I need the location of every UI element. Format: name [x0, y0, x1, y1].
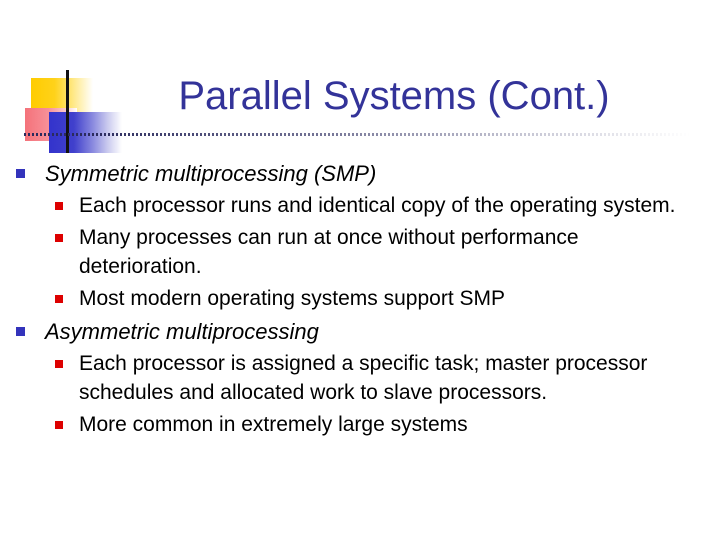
bullet-square-icon [16, 169, 25, 178]
bullet-level2-label: Each processor runs and identical copy o… [79, 194, 676, 217]
bullet-level2: Many processes can run at once without p… [0, 223, 728, 281]
slide-body: Symmetric multiprocessing (SMP) Each pro… [0, 158, 728, 442]
sub-bullet-square-icon [55, 202, 63, 210]
bullet-level2: Each processor is assigned a specific ta… [0, 349, 728, 407]
sub-bullet-square-icon [55, 421, 63, 429]
bullet-level2: Most modern operating systems support SM… [0, 284, 728, 313]
bullet-level1: Symmetric multiprocessing (SMP) [0, 158, 728, 189]
sub-bullet-square-icon [55, 360, 63, 368]
bullet-level1-label: Asymmetric multiprocessing [45, 319, 319, 344]
sub-bullet-square-icon [55, 234, 63, 242]
horizontal-dotted-rule-icon [24, 133, 690, 136]
bullet-level2: More common in extremely large systems [0, 410, 728, 439]
bullet-level2: Each processor runs and identical copy o… [0, 191, 728, 220]
slide-title: Parallel Systems (Cont.) [178, 74, 610, 118]
sub-bullet-square-icon [55, 295, 63, 303]
bullet-level1: Asymmetric multiprocessing [0, 316, 728, 347]
bullet-level2-label: More common in extremely large systems [79, 413, 468, 436]
bullet-square-icon [16, 327, 25, 336]
bullet-level2-label: Most modern operating systems support SM… [79, 287, 506, 310]
bullet-level2-label: Each processor is assigned a specific ta… [79, 352, 648, 404]
bullet-level2-label: Many processes can run at once without p… [79, 226, 579, 278]
bullet-level1-label: Symmetric multiprocessing (SMP) [45, 161, 377, 186]
